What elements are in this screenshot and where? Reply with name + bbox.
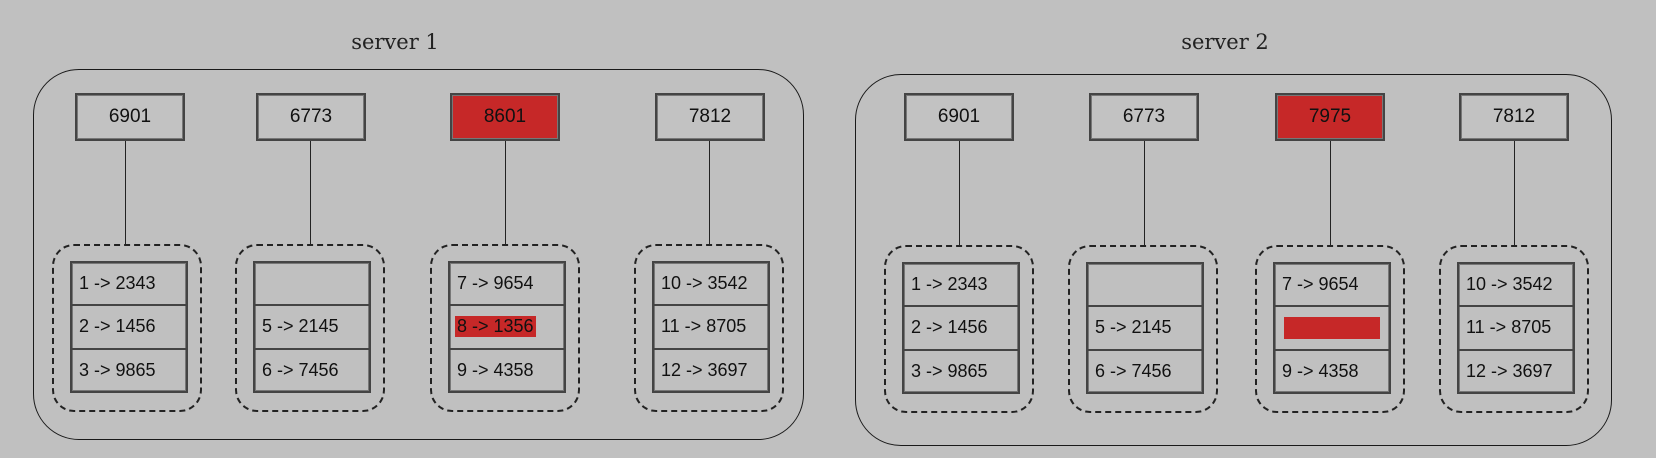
server-1-table-2: 7 -> 9654 8 -> 1356 9 -> 4358	[448, 261, 566, 393]
table-row-redacted	[1275, 307, 1389, 351]
table-row: 6 -> 7456	[1095, 360, 1172, 381]
server-2-box	[855, 74, 1612, 446]
table-row: 11 -> 8705	[1459, 307, 1573, 351]
table-row	[255, 263, 369, 307]
table-row: 9 -> 4358	[457, 359, 534, 380]
table-row: 7 -> 9654	[450, 263, 564, 307]
server-2-connector-0	[959, 141, 960, 245]
table-row: 1 -> 2343	[72, 263, 186, 307]
server-2-shard-1: 5 -> 2145 6 -> 7456	[1068, 245, 1218, 413]
server-1-shard-2: 7 -> 9654 8 -> 1356 9 -> 4358	[430, 244, 580, 412]
table-row: 5 -> 2145	[255, 306, 369, 350]
server-1-node-3: 7812	[655, 93, 765, 141]
table-row: 10 -> 3542	[1459, 264, 1573, 308]
server-2-table-3: 10 -> 3542 11 -> 8705 12 -> 3697	[1457, 262, 1575, 394]
server-1-connector-2	[505, 141, 506, 244]
table-row: 6 -> 7456	[262, 359, 339, 380]
server-1-node-0: 6901	[75, 93, 185, 141]
table-row: 12 -> 3697	[661, 359, 748, 380]
table-row: 11 -> 8705	[654, 306, 768, 350]
server-2-node-2: 7975	[1275, 93, 1385, 141]
server-2-node-1: 6773	[1089, 93, 1199, 141]
table-row: 3 -> 9865	[79, 359, 156, 380]
server-1-title: server 1	[351, 30, 439, 54]
server-1-connector-1	[310, 141, 311, 244]
server-2-shard-3: 10 -> 3542 11 -> 8705 12 -> 3697	[1439, 245, 1589, 413]
server-2-connector-1	[1144, 141, 1145, 245]
server-2-connector-3	[1514, 141, 1515, 245]
table-row: 7 -> 9654	[1275, 264, 1389, 308]
table-row: 1 -> 2343	[904, 264, 1018, 308]
table-row: 12 -> 3697	[1466, 360, 1553, 381]
server-2-table-0: 1 -> 2343 2 -> 1456 3 -> 9865	[902, 262, 1020, 394]
server-1-shard-3: 10 -> 3542 11 -> 8705 12 -> 3697	[634, 244, 784, 412]
redacted-bar	[1284, 316, 1380, 339]
server-2-shard-2: 7 -> 9654 9 -> 4358	[1255, 245, 1405, 413]
server-2-node-0: 6901	[904, 93, 1014, 141]
server-1-node-1: 6773	[256, 93, 366, 141]
table-row: 9 -> 4358	[1282, 360, 1359, 381]
server-2-shard-0: 1 -> 2343 2 -> 1456 3 -> 9865	[884, 245, 1034, 413]
table-row-highlighted: 8 -> 1356	[450, 306, 564, 350]
server-1-table-0: 1 -> 2343 2 -> 1456 3 -> 9865	[70, 261, 188, 393]
server-1-node-2: 8601	[450, 93, 560, 141]
table-row: 3 -> 9865	[911, 360, 988, 381]
server-1-shard-0: 1 -> 2343 2 -> 1456 3 -> 9865	[52, 244, 202, 412]
server-2-table-1: 5 -> 2145 6 -> 7456	[1086, 262, 1204, 394]
server-1-box	[33, 69, 804, 440]
server-1-table-1: 5 -> 2145 6 -> 7456	[253, 261, 371, 393]
server-2-node-3: 7812	[1459, 93, 1569, 141]
table-row: 10 -> 3542	[654, 263, 768, 307]
table-row	[1088, 264, 1202, 308]
table-row: 2 -> 1456	[904, 307, 1018, 351]
server-1-table-3: 10 -> 3542 11 -> 8705 12 -> 3697	[652, 261, 770, 393]
server-1-shard-1: 5 -> 2145 6 -> 7456	[235, 244, 385, 412]
server-2-table-2: 7 -> 9654 9 -> 4358	[1273, 262, 1391, 394]
table-row: 2 -> 1456	[72, 306, 186, 350]
server-2-title: server 2	[1181, 30, 1269, 54]
table-row: 5 -> 2145	[1088, 307, 1202, 351]
server-2-connector-2	[1330, 141, 1331, 245]
server-1-connector-0	[125, 141, 126, 244]
server-1-connector-3	[709, 141, 710, 244]
